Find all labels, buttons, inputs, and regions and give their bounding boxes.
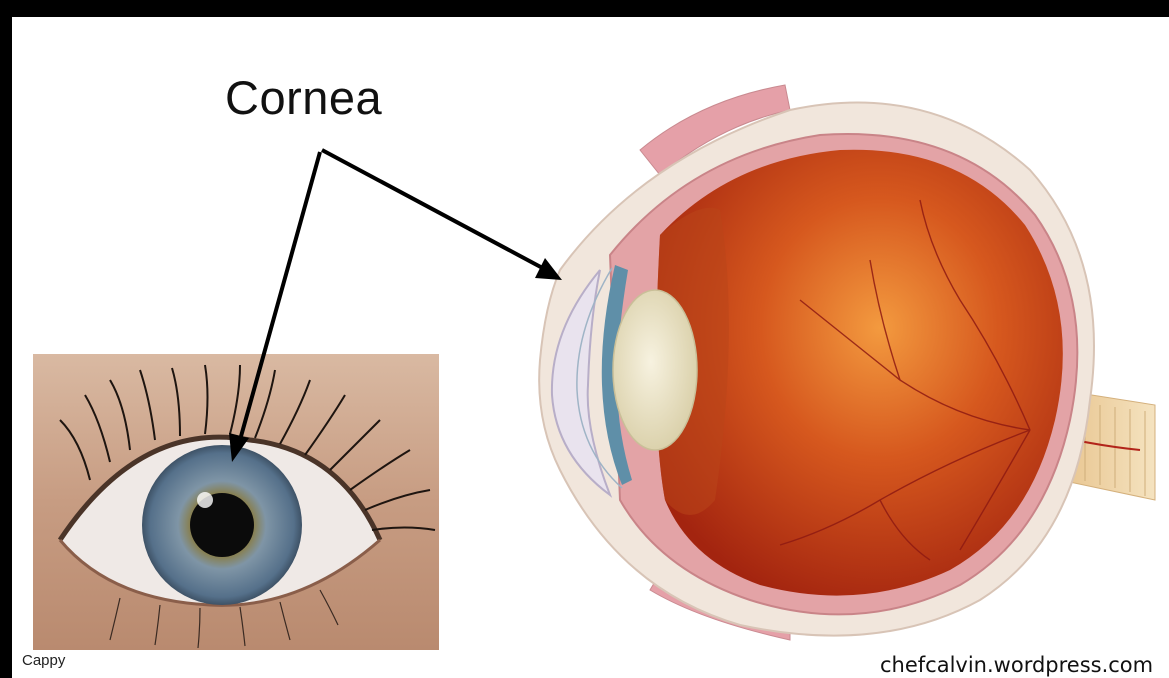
eye-photo — [33, 354, 439, 650]
arrow-head-cornea — [535, 258, 562, 280]
watermark: chefcalvin.wordpress.com — [880, 653, 1153, 677]
eye-cross-section — [539, 85, 1155, 640]
photo-caption: Cappy — [22, 652, 65, 669]
cornea-label: Cornea — [225, 70, 382, 125]
